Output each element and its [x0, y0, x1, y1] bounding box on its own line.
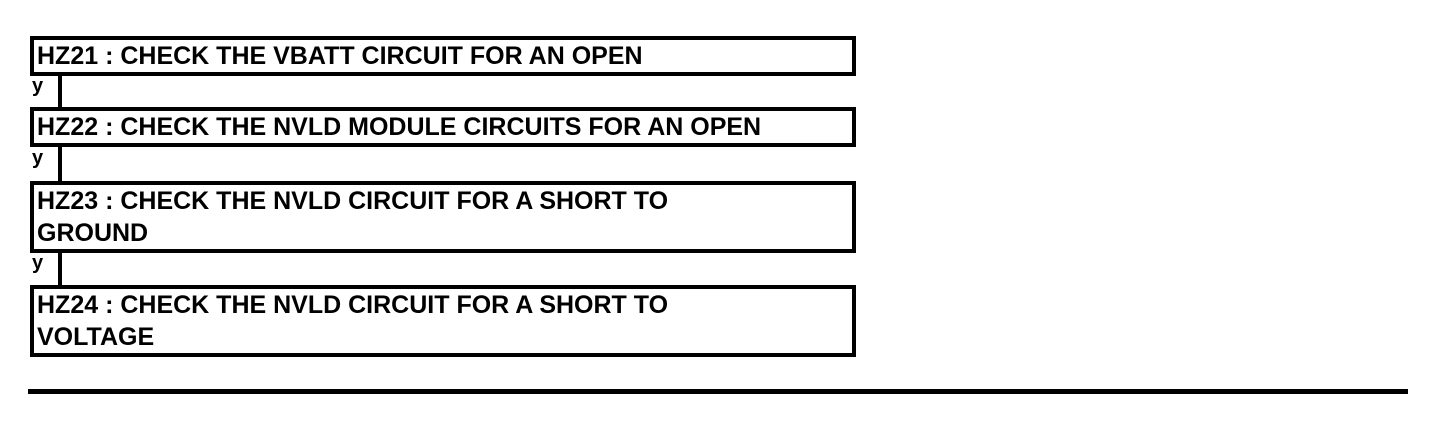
flow-connector-line [58, 143, 62, 181]
flow-connector-line [58, 249, 62, 285]
horizontal-divider [28, 389, 1408, 394]
flow-connector-line [58, 72, 62, 107]
step-box-hz23: HZ23 : CHECK THE NVLD CIRCUIT FOR A SHOR… [30, 181, 856, 253]
step-box-hz24: HZ24 : CHECK THE NVLD CIRCUIT FOR A SHOR… [30, 285, 856, 357]
step-box-hz22: HZ22 : CHECK THE NVLD MODULE CIRCUITS FO… [30, 107, 856, 147]
branch-label-yes: y [32, 147, 44, 169]
step-box-hz21: HZ21 : CHECK THE VBATT CIRCUIT FOR AN OP… [30, 36, 856, 76]
branch-label-yes: y [32, 75, 44, 97]
branch-label-yes: y [32, 252, 44, 274]
